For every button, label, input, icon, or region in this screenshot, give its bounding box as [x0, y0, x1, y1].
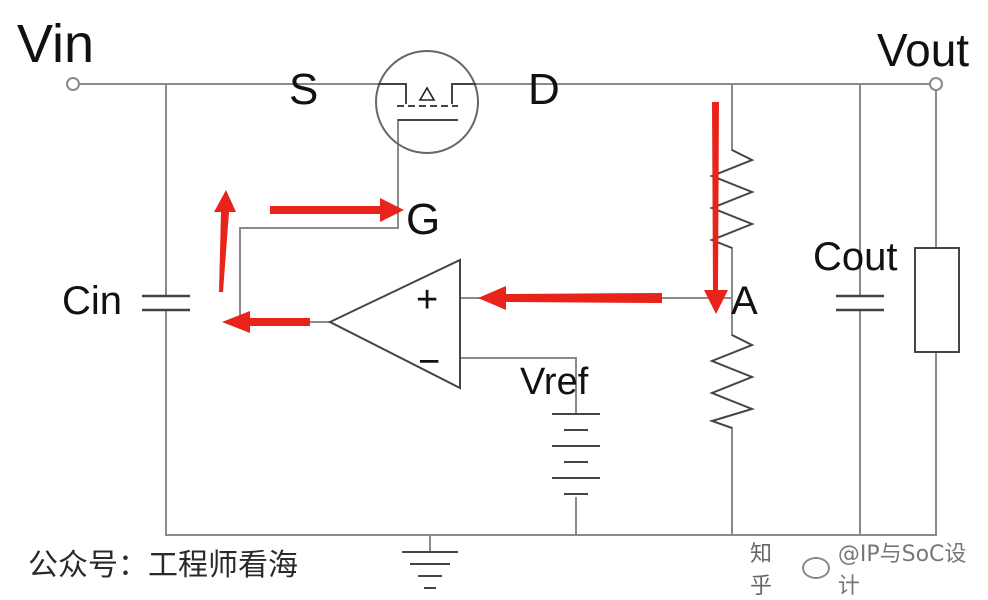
- arrow-left-to-plus-input: [478, 286, 662, 310]
- upper-divider-resistor: [709, 149, 755, 249]
- vin-terminal: [66, 77, 80, 91]
- opamp-symbol: [327, 258, 461, 390]
- cin-label: Cin: [62, 279, 122, 323]
- arrow-up-toward-gate: [214, 190, 236, 292]
- source-label: S: [289, 65, 318, 114]
- signal-flow-arrows: [214, 102, 728, 333]
- vref-battery: [552, 413, 600, 495]
- cout-label: Cout: [813, 235, 898, 279]
- node-a-label: A: [731, 279, 758, 323]
- watermark-site: 知乎: [750, 542, 773, 599]
- lower-divider-resistor: [708, 334, 756, 429]
- vout-label: Vout: [877, 24, 969, 76]
- load-resistor: [914, 247, 960, 353]
- vin-label: Vin: [17, 14, 94, 74]
- watermark-account: @IP与SoC设计: [837, 542, 967, 599]
- mosfet-symbol: [375, 50, 479, 154]
- watermark-right: 知乎 @IP与SoC设计: [750, 536, 988, 600]
- wechat-icon: [801, 557, 830, 579]
- vout-terminal: [929, 77, 943, 91]
- opamp-plus-label: +: [416, 279, 438, 321]
- arrow-down-at-divider: [704, 102, 728, 314]
- gate-label: G: [406, 195, 440, 244]
- arrow-right-to-gate: [270, 198, 404, 222]
- cin-capacitor: [142, 294, 190, 312]
- ground-symbol: [402, 551, 458, 589]
- arrow-left-from-opamp-output: [222, 311, 310, 333]
- drain-label: D: [528, 65, 560, 114]
- opamp-minus-label: −: [418, 341, 440, 383]
- vref-label: Vref: [520, 361, 589, 403]
- cout-capacitor: [836, 294, 884, 312]
- watermark-left: 公众号：工程师看海: [28, 548, 298, 583]
